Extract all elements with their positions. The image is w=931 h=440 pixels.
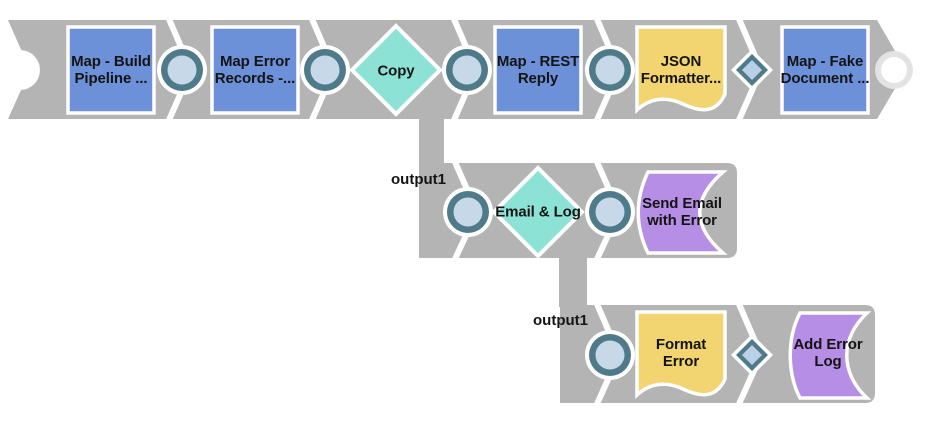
connector-port[interactable]	[157, 45, 207, 95]
connector-port[interactable]	[585, 187, 635, 237]
input-port-notch	[0, 50, 40, 90]
port-core	[310, 55, 340, 85]
port-core	[452, 55, 482, 85]
snap-format-error[interactable]	[635, 310, 727, 399]
port-core	[595, 55, 625, 85]
snap-send-email-with-error[interactable]	[636, 170, 728, 255]
snap-map-error-records[interactable]	[210, 25, 300, 115]
connector-port[interactable]	[443, 187, 493, 237]
port-core	[453, 197, 483, 227]
diamond-core	[742, 60, 762, 80]
snap-json-formatter[interactable]	[635, 25, 727, 114]
branch-drop-1	[419, 118, 444, 165]
snap-email-and-log[interactable]	[491, 165, 585, 259]
connector-port[interactable]	[442, 45, 492, 95]
open-output-port[interactable]	[875, 51, 913, 89]
snap-add-error-log[interactable]	[788, 311, 872, 400]
port-core	[595, 340, 625, 370]
branch-drop-2	[559, 257, 587, 307]
diamond-core	[742, 345, 762, 365]
connector-port[interactable]	[585, 330, 635, 380]
snap-map-fake-document[interactable]	[780, 25, 870, 115]
open-port-core	[881, 57, 907, 83]
diamond-connector[interactable]	[731, 334, 773, 376]
port-core	[167, 55, 197, 85]
snap-copy[interactable]	[349, 23, 443, 117]
snap-map-build-pipeline[interactable]	[66, 25, 156, 115]
connector-port[interactable]	[300, 45, 350, 95]
snap-map-rest-reply[interactable]	[493, 25, 583, 115]
connector-port[interactable]	[585, 45, 635, 95]
port-core	[595, 197, 625, 227]
diamond-connector[interactable]	[731, 49, 773, 91]
